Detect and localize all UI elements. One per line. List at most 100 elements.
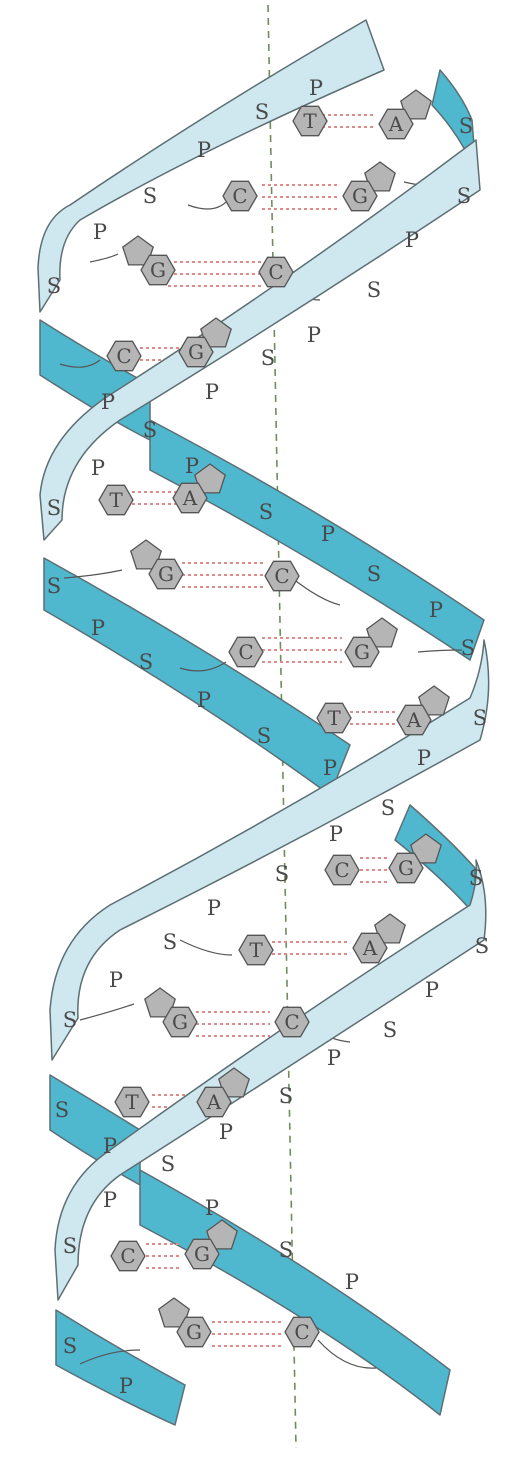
base-T: T <box>239 935 273 964</box>
phosphate-label: P <box>345 1270 359 1294</box>
phosphate-label: P <box>91 456 105 480</box>
base-letter: G <box>172 1010 188 1034</box>
base-letter: C <box>238 640 253 664</box>
phosphate-label: P <box>321 522 335 546</box>
base-letter: G <box>398 856 414 880</box>
base-letter: T <box>249 938 263 962</box>
sugar-label: S <box>473 706 487 730</box>
back-strand-segment-4 <box>44 558 350 795</box>
phosphate-label: P <box>93 220 107 244</box>
sugar-label: S <box>475 934 489 958</box>
phosphate-label: P <box>205 380 219 404</box>
sugar-label: S <box>255 100 269 124</box>
sugar-label: S <box>279 1084 293 1108</box>
sugar-label: S <box>163 930 177 954</box>
phosphate-label: P <box>205 1196 219 1220</box>
sugar-label: S <box>383 1018 397 1042</box>
base-G: G <box>343 162 395 211</box>
phosphate-label: P <box>103 1188 117 1212</box>
base-letter: G <box>188 340 204 364</box>
sugar-label: S <box>55 1098 69 1122</box>
base-letter: C <box>120 1244 135 1268</box>
sugar-label: S <box>63 1008 77 1032</box>
base-letter: T <box>125 1090 139 1114</box>
base-link <box>188 200 228 209</box>
sugar-label: S <box>47 496 61 520</box>
phosphate-label: P <box>219 1120 233 1144</box>
base-letter: C <box>334 858 349 882</box>
base-letter: C <box>232 184 247 208</box>
phosphate-label: P <box>119 1374 133 1398</box>
base-T: T <box>293 106 327 135</box>
base-letter: G <box>150 258 166 282</box>
sugar-label: S <box>143 184 157 208</box>
base-T: T <box>115 1087 149 1116</box>
phosphate-label: P <box>307 323 321 347</box>
phosphate-label: P <box>309 76 323 100</box>
base-letter: A <box>406 708 422 732</box>
base-letter: G <box>186 1320 202 1344</box>
sugar-label: S <box>459 114 473 138</box>
base-letter: A <box>388 112 404 136</box>
sugar-label: S <box>63 1234 77 1258</box>
phosphate-label: P <box>101 390 115 414</box>
sugar-label: S <box>461 636 475 660</box>
base-A: A <box>197 1068 249 1117</box>
base-letter: T <box>109 488 123 512</box>
base-letter: C <box>274 564 289 588</box>
base-link <box>180 940 232 955</box>
base-C: C <box>265 561 299 590</box>
sugar-label: S <box>367 562 381 586</box>
phosphate-label: P <box>405 228 419 252</box>
sugar-label: S <box>275 862 289 886</box>
base-letter: C <box>284 1010 299 1034</box>
base-G: G <box>123 236 175 285</box>
back-strand-segment-7 <box>140 1170 450 1415</box>
sugar-label: S <box>259 500 273 524</box>
phosphate-label: P <box>91 616 105 640</box>
phosphate-label: P <box>329 822 343 846</box>
sugar-label: S <box>63 1334 77 1358</box>
base-A: A <box>379 90 431 139</box>
phosphate-label: P <box>207 896 221 920</box>
sugar-label: S <box>47 574 61 598</box>
base-letter: G <box>352 184 368 208</box>
phosphate-label: P <box>327 1046 341 1070</box>
base-letter: G <box>194 1242 210 1266</box>
sugar-label: S <box>367 278 381 302</box>
sugar-label: S <box>279 1238 293 1262</box>
phosphate-label: P <box>429 598 443 622</box>
phosphate-label: P <box>103 1134 117 1158</box>
sugar-label: S <box>139 650 153 674</box>
base-letter: C <box>268 260 283 284</box>
base-C: C <box>223 181 257 210</box>
sugar-label: S <box>257 724 271 748</box>
base-G: G <box>159 1298 211 1347</box>
phosphate-label: P <box>425 978 439 1002</box>
base-G: G <box>145 988 197 1037</box>
sugar-label: S <box>381 796 395 820</box>
base-C: C <box>229 637 263 666</box>
base-letter: T <box>327 706 341 730</box>
base-letter: T <box>303 109 317 133</box>
sugar-label: S <box>469 866 483 890</box>
base-C: C <box>111 1241 145 1270</box>
base-letter: A <box>206 1090 222 1114</box>
base-letter: G <box>158 562 174 586</box>
phosphate-label: P <box>197 688 211 712</box>
sugar-label: S <box>143 418 157 442</box>
sugar-label: S <box>261 346 275 370</box>
base-letter: A <box>182 486 198 510</box>
sugar-label: S <box>161 1152 175 1176</box>
back-strand-segment-3 <box>150 420 484 660</box>
base-link <box>80 1004 134 1020</box>
phosphate-label: P <box>323 756 337 780</box>
base-C: C <box>325 855 359 884</box>
base-letter: C <box>116 344 131 368</box>
base-T: T <box>99 485 133 514</box>
base-G: G <box>345 618 397 667</box>
base-G: G <box>131 540 183 589</box>
phosphate-label: P <box>197 138 211 162</box>
